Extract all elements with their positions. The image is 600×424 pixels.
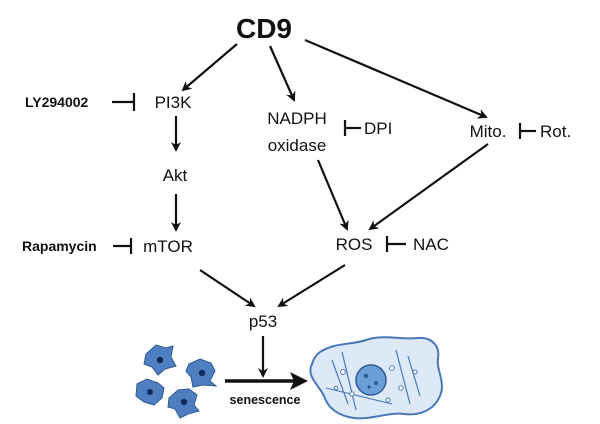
inhibitor-dpi: DPI <box>364 119 392 138</box>
proliferating-cell-icon <box>167 388 200 419</box>
arrow-mtor-to-p53 <box>199 269 256 308</box>
inhibitor-ly294002: LY294002 <box>25 94 89 110</box>
node-cd9: CD9 <box>236 13 292 44</box>
arrow-mito-to-ros <box>368 143 489 231</box>
arrow-cd9-to-nadph <box>268 45 296 102</box>
node-akt: Akt <box>163 166 188 185</box>
node-nadph-line1: NADPH <box>267 109 327 128</box>
proliferating-cells-group <box>135 344 218 419</box>
senescence-label: senescence <box>230 393 301 407</box>
inhibitor-nac: NAC <box>413 235 449 254</box>
inhibitor-rot: Rot. <box>540 122 571 141</box>
node-pi3k: PI3K <box>155 93 193 112</box>
node-nadph-line2: oxidase <box>268 136 327 155</box>
senescent-cell-icon <box>309 336 443 420</box>
arrow-ros-to-p53 <box>277 264 346 308</box>
arrow-cd9-to-mito <box>304 38 488 119</box>
node-mito: Mito. <box>470 122 507 141</box>
proliferating-cell-icon <box>135 378 165 406</box>
inhibitor-rapamycin: Rapamycin <box>22 238 97 254</box>
node-p53: p53 <box>249 312 277 331</box>
arrow-nadph-to-ros <box>316 159 349 231</box>
node-ros: ROS <box>336 235 373 254</box>
arrow-cd9-to-pi3k <box>181 43 238 92</box>
proliferating-cell-icon <box>185 358 218 388</box>
proliferating-cell-icon <box>143 344 177 376</box>
node-mtor: mTOR <box>143 237 193 256</box>
